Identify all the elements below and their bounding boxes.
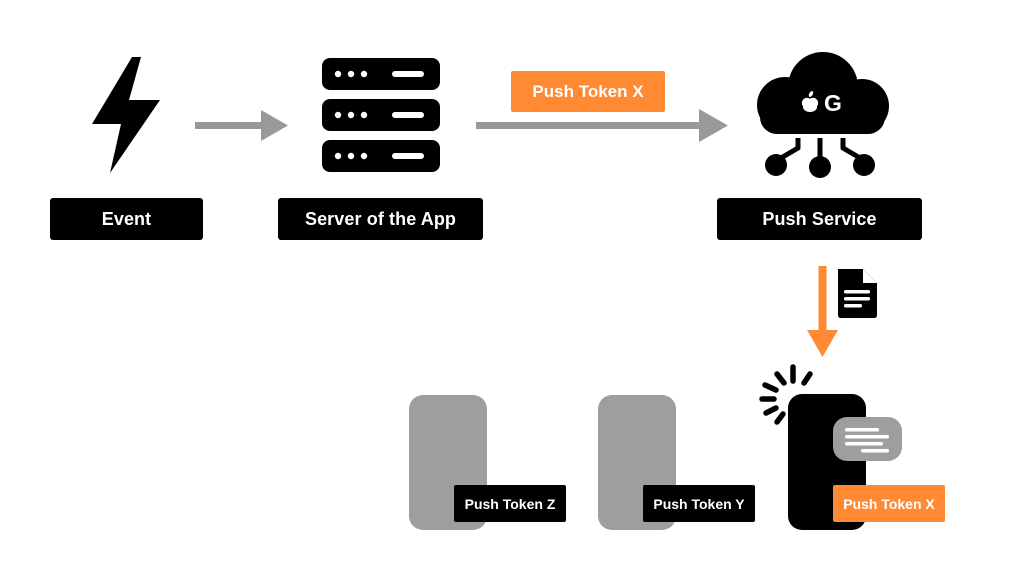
lightning-bolt-icon (92, 57, 160, 173)
device-token-tag-x: Push Token X (833, 485, 945, 522)
cloud-network-icon (757, 52, 889, 178)
arrow-push-service-to-device (807, 266, 838, 357)
message-bubble-icon (833, 417, 902, 461)
arrow-server-to-push-service (476, 109, 728, 142)
arrow-event-to-server (195, 110, 288, 141)
device-token-tag-y: Push Token Y (643, 485, 755, 522)
push-service-label: Push Service (717, 198, 922, 240)
network-branch-icon (765, 138, 875, 178)
google-logo-icon: G (824, 90, 842, 116)
server-rack-icon (322, 58, 440, 172)
apple-logo-icon (801, 91, 819, 112)
server-label: Server of the App (278, 198, 483, 240)
event-label: Event (50, 198, 203, 240)
document-icon (838, 269, 877, 318)
notification-burst-icon (759, 364, 813, 425)
message-token-label: Push Token X (511, 71, 665, 112)
device-token-tag-z: Push Token Z (454, 485, 566, 522)
